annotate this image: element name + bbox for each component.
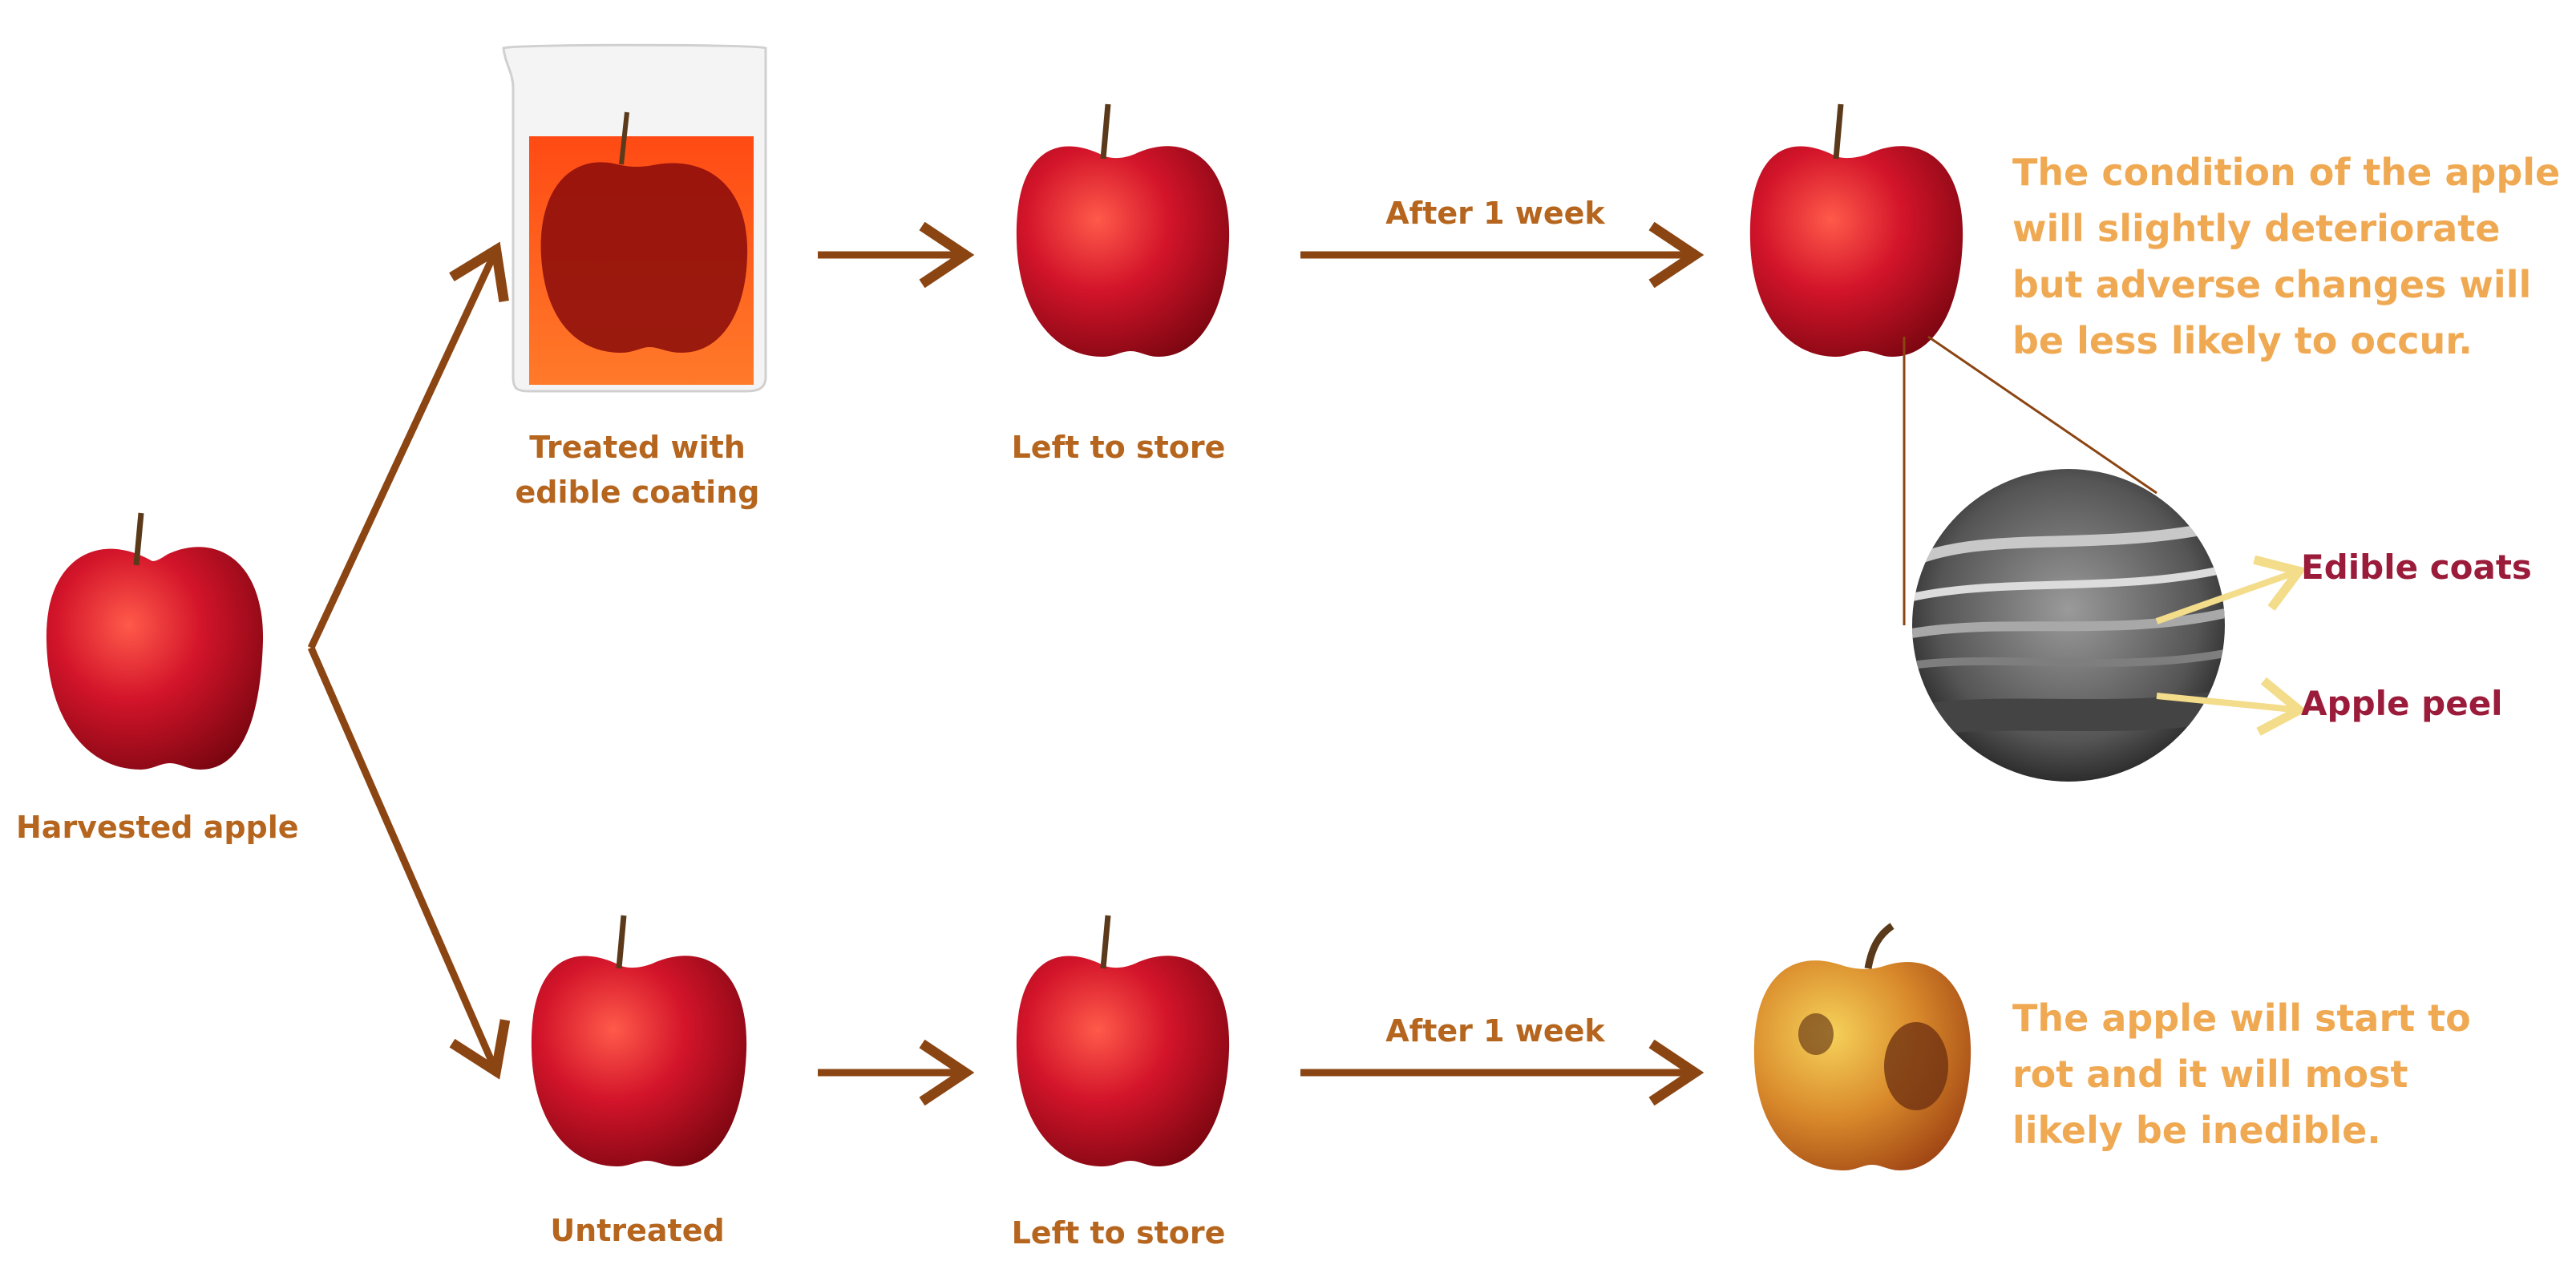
untreated-apple-image xyxy=(531,915,747,1166)
after-week-top-label: After 1 week xyxy=(1385,196,1605,231)
apple-peel-pointer xyxy=(2156,677,2308,736)
rotten-apple-image xyxy=(1753,923,1971,1170)
edible-coats-label: Edible coats xyxy=(2301,548,2532,587)
outcome-bottom-text: The apple will start to rot and it will … xyxy=(2012,996,2471,1152)
harvested-apple-label: Harvested apple xyxy=(16,810,299,845)
micrograph-image xyxy=(1912,469,2225,782)
harvested-apple-image xyxy=(46,512,264,770)
zoom-line-right xyxy=(1927,335,2157,495)
stored-apple-top-image xyxy=(1016,103,1230,358)
after-week-bottom-label: After 1 week xyxy=(1385,1013,1605,1049)
apple-peel-label: Apple peel xyxy=(2301,684,2503,723)
coating-beaker-image xyxy=(502,43,767,393)
treated-label-line1: Treated with xyxy=(529,430,746,465)
left-to-store-top-label: Left to store xyxy=(1011,430,1226,465)
untreated-label: Untreated xyxy=(550,1213,725,1248)
result-apple-top-image xyxy=(1749,103,1963,358)
outcome-top-text: The condition of the apple will slightly… xyxy=(2012,151,2561,362)
edible-coats-pointer xyxy=(2155,555,2307,624)
stored-apple-bottom-image xyxy=(1016,915,1230,1166)
apple-stem xyxy=(133,512,144,566)
branch-arrow-down xyxy=(307,646,511,1080)
left-to-store-bottom-label: Left to store xyxy=(1011,1215,1226,1251)
branch-arrow-up xyxy=(307,241,509,649)
treated-label: Treated with edible coating xyxy=(481,425,794,515)
treated-label-line2: edible coating xyxy=(515,475,760,510)
